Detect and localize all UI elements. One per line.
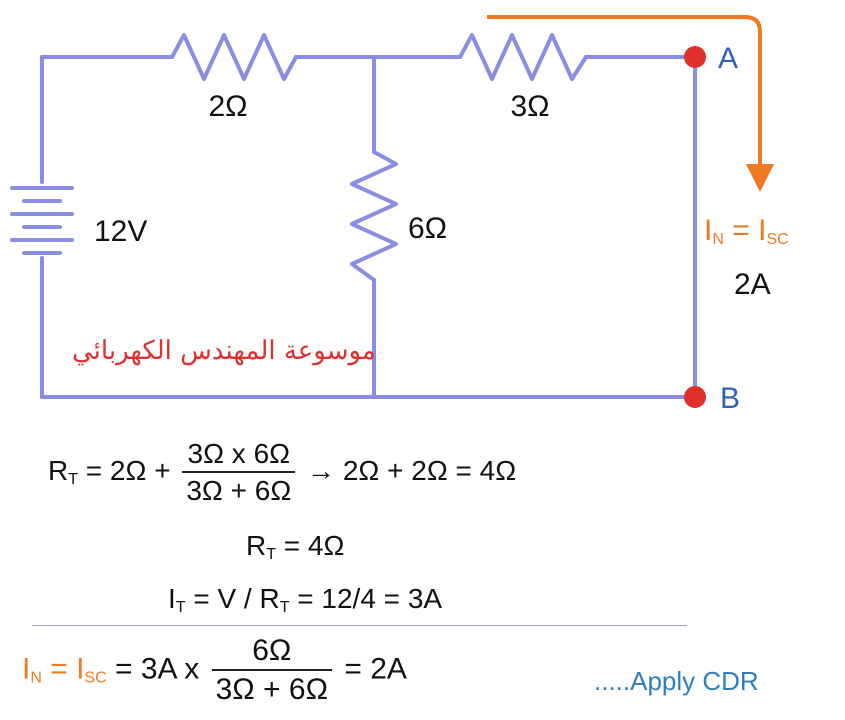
label-isc-value: 2A — [734, 268, 771, 301]
eq1-fraction: 3Ω x 6Ω 3Ω + 6Ω — [182, 440, 296, 506]
eq3-i: I — [168, 583, 176, 614]
label-in-isc: IN = ISC — [704, 216, 789, 248]
equation-rt-result: RT = 4Ω — [246, 532, 344, 563]
resistor-3ohm — [458, 33, 588, 81]
eq4-frac-den: 3Ω + 6Ω — [215, 673, 328, 706]
label-3ohm: 3Ω — [510, 90, 549, 123]
eq1-end: → 2Ω + 2Ω = 4Ω — [307, 454, 517, 486]
battery-symbol — [10, 186, 74, 255]
isc-arrow-head — [746, 164, 774, 192]
node-b — [684, 386, 706, 408]
isc-sub-n: N — [712, 231, 724, 248]
eq1-frac-num: 3Ω x 6Ω — [182, 440, 296, 473]
label-node-a: A — [718, 42, 738, 75]
eq4-sub2: SC — [84, 669, 107, 687]
isc-arrow-path — [487, 15, 762, 168]
isc-i: I — [704, 214, 713, 247]
eq4-sub: N — [30, 669, 42, 687]
node-a — [684, 46, 706, 68]
eq1-start: = 2Ω + — [78, 454, 179, 486]
eq3-rest2: = 12/4 = 3A — [289, 583, 443, 614]
eq1-r: R — [48, 454, 69, 486]
equation-rt-full: RT = 2Ω + 3Ω x 6Ω 3Ω + 6Ω → 2Ω + 2Ω = 4Ω — [48, 440, 516, 505]
label-6ohm: 6Ω — [408, 212, 447, 245]
eq1-sub: T — [68, 470, 79, 488]
eq4-rest: = 3A x — [106, 652, 208, 686]
eq4-end: = 2A — [344, 652, 407, 686]
label-12v: 12V — [94, 215, 147, 248]
divider-line — [32, 625, 687, 626]
equation-in: IN = ISC = 3A x 6Ω 3Ω + 6Ω = 2A — [22, 636, 407, 705]
eq2-rest: = 4Ω — [276, 530, 345, 561]
equation-it: IT = V / RT = 12/4 = 3A — [168, 585, 442, 616]
resistor-6ohm — [350, 150, 398, 282]
eq4-frac-num: 6Ω — [211, 636, 332, 671]
label-2ohm: 2Ω — [208, 90, 247, 123]
isc-sub-sc: SC — [766, 231, 789, 248]
eq4-mid: = I — [41, 652, 85, 686]
resistor-2ohm — [170, 33, 298, 81]
eq1-frac-den: 3Ω + 6Ω — [186, 475, 292, 506]
eq3-sub: T — [175, 599, 186, 616]
eq3-rest: = V / R — [185, 583, 280, 614]
eq4-i: I — [22, 652, 31, 686]
eq2-sub: T — [266, 546, 277, 563]
label-node-b: B — [720, 382, 740, 415]
eq3-sub2: T — [279, 599, 290, 616]
cdr-note: .....Apply CDR — [594, 666, 759, 696]
eq4-fraction: 6Ω 3Ω + 6Ω — [211, 636, 332, 706]
isc-eq: = I — [723, 214, 767, 247]
watermark-text: موسوعة المهندس الكهربائي — [72, 336, 376, 366]
eq2-r: R — [246, 530, 267, 561]
